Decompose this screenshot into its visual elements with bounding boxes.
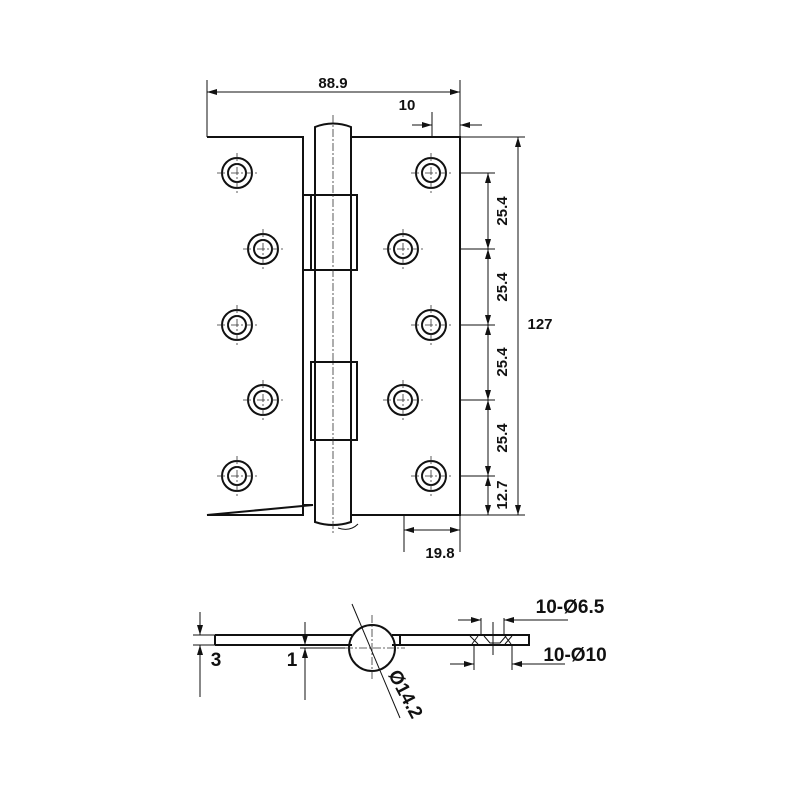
dimension-hole-pitch: 25.4 25.4 25.4 25.4 12.7 <box>460 172 511 515</box>
dimension-hole-column-offset: 19.8 <box>403 515 461 562</box>
screw-hole <box>383 229 423 269</box>
side-view: 3 1 Ø14.2 10-Ø6.5 10-Ø10 <box>193 597 607 722</box>
dimension-overall-width: 88.9 <box>206 75 461 137</box>
screw-hole <box>411 456 451 496</box>
screw-hole <box>217 305 257 345</box>
thickness-total-label: 3 <box>211 650 222 671</box>
knuckle <box>310 115 359 535</box>
knuckle-offset-label: 10 <box>399 97 416 114</box>
screw-hole <box>243 380 283 420</box>
screw-hole <box>217 456 257 496</box>
pitch-label-3: 25.4 <box>494 347 511 377</box>
pitch-label-4: 25.4 <box>494 423 511 453</box>
pitch-label-2: 25.4 <box>494 272 511 302</box>
screw-hole <box>411 305 451 345</box>
right-leaf <box>352 136 461 516</box>
screw-hole <box>217 153 257 193</box>
screw-holes <box>217 153 451 496</box>
countersink-outer-label: 10-Ø10 <box>543 645 606 666</box>
dimension-overall-height: 127 <box>460 136 553 516</box>
dimension-knuckle-offset: 10 <box>399 97 482 137</box>
dimension-countersink: 10-Ø6.5 10-Ø10 <box>450 597 607 670</box>
screw-hole <box>383 380 423 420</box>
dimension-thickness: 3 1 <box>193 612 345 700</box>
overall-width-label: 88.9 <box>318 75 347 92</box>
end-offset-label: 12.7 <box>494 480 511 509</box>
overall-height-label: 127 <box>527 316 552 333</box>
pitch-label-1: 25.4 <box>494 196 511 226</box>
screw-hole <box>243 229 283 269</box>
countersink-inner-label: 10-Ø6.5 <box>536 597 605 618</box>
screw-hole <box>411 153 451 193</box>
left-leaf <box>206 136 314 516</box>
column-offset-label: 19.8 <box>425 545 454 562</box>
front-view: 88.9 10 127 25.4 25.4 25.4 <box>206 75 553 562</box>
thickness-label: 1 <box>287 650 298 671</box>
